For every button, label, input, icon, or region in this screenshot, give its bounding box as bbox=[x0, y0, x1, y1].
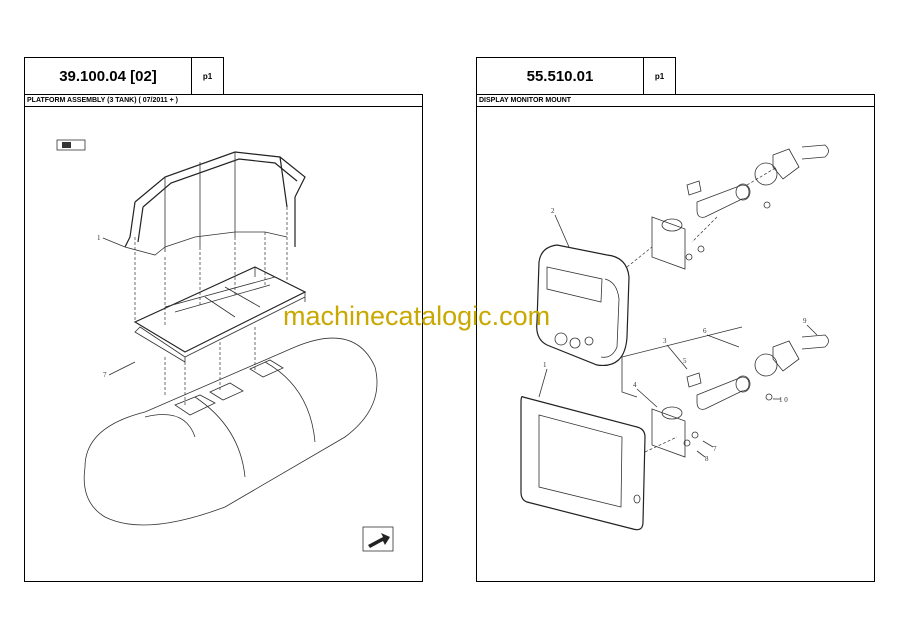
left-title: PLATFORM ASSEMBLY (3 TANK) ( 07/2011 + ) bbox=[27, 97, 178, 104]
left-code-header: 39.100.04 [02] bbox=[24, 57, 192, 95]
upper-mount-plate bbox=[651, 216, 705, 270]
svg-text:1 0: 1 0 bbox=[779, 396, 788, 404]
lower-mount-plate bbox=[651, 406, 699, 458]
svg-text:8: 8 bbox=[705, 455, 709, 463]
left-page-number: p1 bbox=[202, 71, 213, 81]
three-tank-outline bbox=[83, 337, 378, 526]
view-flag-icon bbox=[56, 139, 86, 151]
left-page-number-box: p1 bbox=[191, 57, 224, 95]
control-handset bbox=[536, 244, 653, 367]
right-page-number-box: p1 bbox=[643, 57, 676, 95]
svg-text:6: 6 bbox=[703, 327, 707, 335]
right-title: DISPLAY MONITOR MOUNT bbox=[479, 97, 572, 104]
svg-text:5: 5 bbox=[683, 357, 687, 365]
left-code: 39.100.04 [02] bbox=[59, 67, 157, 85]
svg-text:3: 3 bbox=[663, 337, 667, 345]
svg-text:1: 1 bbox=[543, 361, 547, 369]
lower-mount-arm bbox=[686, 334, 829, 410]
right-code-header: 55.510.01 bbox=[476, 57, 644, 95]
upper-mount-arm bbox=[686, 144, 829, 243]
svg-text:4: 4 bbox=[633, 381, 637, 389]
left-diagram-panel: 1 7 bbox=[24, 106, 423, 582]
assembly-guide-lines bbox=[134, 207, 288, 407]
svg-text:1: 1 bbox=[97, 234, 101, 242]
svg-text:7: 7 bbox=[713, 445, 717, 453]
svg-text:9: 9 bbox=[803, 317, 807, 325]
display-monitor bbox=[520, 396, 678, 531]
svg-text:7: 7 bbox=[103, 371, 107, 379]
next-page-arrow-icon bbox=[362, 526, 394, 552]
display-monitor-mount-diagram: 2 1 3 6 4 9 7 8 5 1 0 bbox=[520, 144, 829, 531]
platform-assembly-diagram: 1 7 bbox=[56, 139, 394, 552]
watermark-text: machinecatalogic.com bbox=[283, 301, 551, 331]
right-page-number: p1 bbox=[654, 71, 665, 81]
right-diagram-panel: 2 1 3 6 4 9 7 8 5 1 0 bbox=[476, 106, 875, 582]
handrail bbox=[124, 151, 306, 256]
right-code: 55.510.01 bbox=[526, 67, 594, 85]
svg-text:2: 2 bbox=[551, 207, 555, 215]
